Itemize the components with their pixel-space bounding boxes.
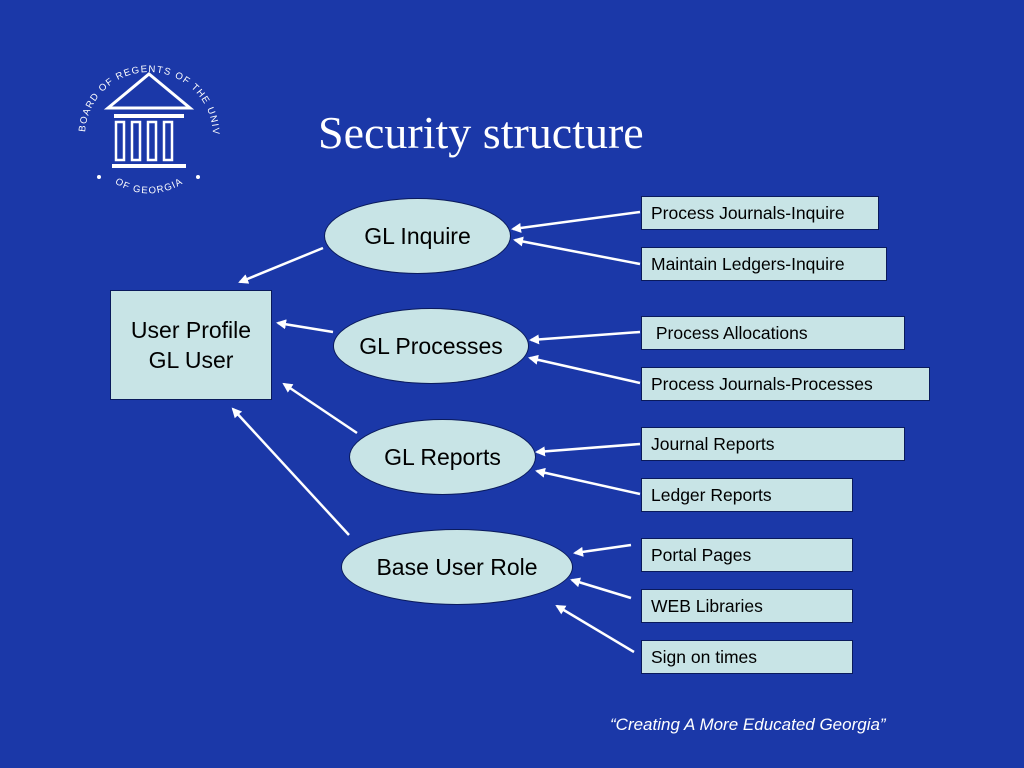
perm-sign-on-times: Sign on times [641,640,853,674]
arrow-process-journals-inquire [511,210,641,233]
arrow-process-journals-processes [528,354,641,385]
perm-process-allocations: Process Allocations [641,316,905,350]
perm-web-libraries: WEB Libraries [641,589,853,623]
perm-portal-pages: Portal Pages [641,538,853,572]
arrow-journal-reports [535,442,641,457]
arrow-base-role-to-profile [231,407,350,536]
role-gl-inquire: GL Inquire [324,198,511,274]
arrow-portal-pages [573,543,632,557]
perm-process-journals-inquire: Process Journals-Inquire [641,196,879,230]
slide-title: Security structure [318,107,644,158]
perm-process-journals-processes: Process Journals-Processes [641,367,930,401]
gl-user-label: GL User [148,347,234,373]
arrow-gl-processes-to-profile [276,319,334,334]
perm-ledger-reports: Ledger Reports [641,478,853,512]
perm-maintain-ledgers-inquire: Maintain Ledgers-Inquire [641,247,887,281]
role-gl-reports: GL Reports [349,419,536,495]
perm-journal-reports: Journal Reports [641,427,905,461]
role-gl-processes: GL Processes [333,308,529,384]
university-seal-logo: BOARD OF REGENTS OF THE UNIVERSITY SYSTE… [68,56,220,196]
arrow-sign-on-times [555,604,635,654]
arrow-web-libraries [570,577,632,600]
arrow-process-allocations [529,330,641,345]
role-base-user-role: Base User Role [341,529,573,605]
arrow-gl-reports-to-profile [282,382,358,435]
arrow-maintain-ledgers-inquire [513,236,641,266]
arrow-ledger-reports [535,467,641,496]
user-profile-label: User Profile [130,317,252,343]
footer-tagline: “Creating A More Educated Georgia” [610,715,886,734]
user-profile-box: User Profile GL User [110,290,272,400]
arrow-gl-inquire-to-profile [238,246,324,284]
